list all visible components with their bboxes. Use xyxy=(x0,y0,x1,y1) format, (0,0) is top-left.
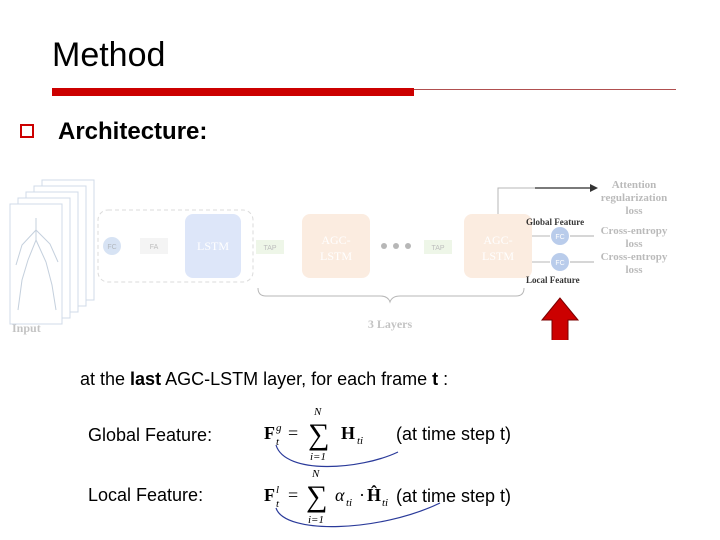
ce-loss-1b: loss xyxy=(625,238,643,250)
svg-text:F: F xyxy=(264,485,275,505)
svg-text:∑: ∑ xyxy=(306,480,327,513)
agc-lstm-block-1 xyxy=(302,214,370,278)
svg-text:i=1: i=1 xyxy=(308,514,324,526)
caption-line: at the last AGC-LSTM layer, for each fra… xyxy=(80,369,449,389)
fc-local-node xyxy=(551,253,569,271)
global-feature-tag: Global Feature xyxy=(526,217,584,227)
ce-loss-1a: Cross-entropy xyxy=(601,225,668,237)
tap-label-1: TAP xyxy=(263,245,276,252)
svg-text:N: N xyxy=(311,468,320,480)
svg-text:N: N xyxy=(313,406,322,418)
title-underline-bar xyxy=(52,88,414,96)
red-up-arrow-icon xyxy=(540,297,580,340)
global-feature-equation: F g t = N ∑ i=1 H ti xyxy=(264,406,363,463)
svg-text:α: α xyxy=(335,485,345,505)
svg-text:·: · xyxy=(359,485,365,505)
fc-node-label: FC xyxy=(107,244,116,251)
svg-text:=: = xyxy=(288,485,298,505)
layers-label: 3 Layers xyxy=(368,317,413,331)
fc-global-label: FC xyxy=(555,234,564,241)
svg-text:F: F xyxy=(264,423,275,443)
svg-text:∑: ∑ xyxy=(308,418,329,451)
svg-text:t: t xyxy=(276,436,280,448)
svg-text:=: = xyxy=(288,423,298,443)
svg-text:ti: ti xyxy=(382,497,388,509)
agc-label-1b: LSTM xyxy=(320,249,352,263)
lstm-block xyxy=(185,214,241,278)
ce-loss-2b: loss xyxy=(625,264,643,276)
fa-label: FA xyxy=(150,244,159,251)
slide-title: Method xyxy=(52,36,166,74)
tap-label-2: TAP xyxy=(431,245,444,252)
tap-block-1 xyxy=(256,240,284,254)
svg-text:ti: ti xyxy=(346,497,352,509)
input-skeleton-frames xyxy=(9,179,95,325)
fc-global-node xyxy=(551,227,569,245)
title-underline-rule xyxy=(414,89,676,90)
agc-label-2b: LSTM xyxy=(482,249,514,263)
local-feature-equation: F l t = N ∑ i=1 α ti · Ĥ ti xyxy=(264,468,388,526)
local-time-note: (at time step t) xyxy=(396,486,512,506)
attention-loss-1: Attention xyxy=(612,179,657,191)
attention-loss-3: loss xyxy=(625,205,643,217)
tap-block-2 xyxy=(424,240,452,254)
local-feature-tag: Local Feature xyxy=(526,275,580,285)
global-feature-label: Global Feature: xyxy=(88,425,213,445)
svg-text:i=1: i=1 xyxy=(310,451,326,463)
agc-label-1a: AGC- xyxy=(321,233,350,247)
svg-text:l: l xyxy=(276,484,279,496)
bullet-heading: Architecture: xyxy=(58,118,208,145)
svg-text:ti: ti xyxy=(357,435,363,447)
agc-lstm-block-2 xyxy=(464,214,532,278)
svg-text:g: g xyxy=(276,422,282,434)
agc-label-2a: AGC- xyxy=(483,233,512,247)
svg-text:Ĥ: Ĥ xyxy=(367,484,381,505)
local-feature-label: Local Feature: xyxy=(88,485,204,505)
input-label: Input xyxy=(12,321,41,335)
lstm-label: LSTM xyxy=(197,239,229,253)
fc-node xyxy=(103,237,121,255)
architecture-figure: Input FC FA LSTM TAP AGC- LSTM TAP AGC- … xyxy=(9,179,668,340)
bullet-square-icon xyxy=(20,124,34,138)
svg-text:t: t xyxy=(276,498,280,510)
svg-text:H: H xyxy=(341,423,355,443)
ce-loss-2a: Cross-entropy xyxy=(601,251,668,263)
global-time-note: (at time step t) xyxy=(396,424,512,444)
attention-loss-2: regularization xyxy=(601,192,667,204)
fc-local-label: FC xyxy=(555,260,564,267)
fa-block xyxy=(140,238,168,254)
